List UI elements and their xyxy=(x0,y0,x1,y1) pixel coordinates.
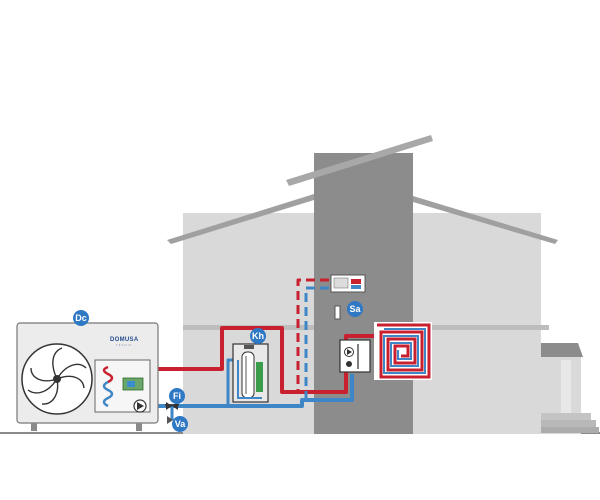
brand-name: DOMUSA xyxy=(110,337,139,343)
badge-fancoil: Sa xyxy=(347,301,363,317)
right-roof xyxy=(413,196,558,244)
pump-icon xyxy=(133,399,147,413)
badge-filter-label: Fi xyxy=(173,391,181,401)
house-core-tower xyxy=(314,153,413,434)
room-thermostat xyxy=(334,305,341,320)
badge-filter: Fi xyxy=(169,388,185,404)
manifold-box xyxy=(339,339,371,373)
house-right-wing xyxy=(413,213,541,434)
cylinder-cap xyxy=(244,345,254,349)
hot-fancoil-pipe-dashed xyxy=(292,278,336,394)
manifold-valve-icon xyxy=(346,361,352,367)
porch-step-2 xyxy=(541,420,596,427)
badge-cylinder: Kh xyxy=(250,328,266,344)
fan-icon xyxy=(21,343,93,415)
cylinder-return-connection xyxy=(237,360,262,399)
badge-outdoor-unit-label: Dc xyxy=(75,313,87,323)
unit-foot-left xyxy=(31,423,37,431)
porch-column xyxy=(561,360,571,413)
filter-icon xyxy=(166,402,172,410)
valve-icon xyxy=(167,416,173,424)
hot-water-cylinder xyxy=(232,343,269,403)
porch-roof xyxy=(541,343,583,357)
cylinder-level-indicator xyxy=(256,362,263,392)
porch xyxy=(541,343,599,434)
brand-logo: DOMUSA TEKNIK xyxy=(110,337,139,347)
badge-valve: Va xyxy=(172,416,188,432)
cold-fancoil-pipe-dashed xyxy=(304,286,336,400)
unit-foot-right xyxy=(136,423,142,431)
floor-heating-spiral-icon xyxy=(374,322,432,380)
badge-valve-label: Va xyxy=(175,419,187,429)
coil-icon xyxy=(102,365,114,408)
control-display xyxy=(127,381,135,387)
fancoil-cold-port xyxy=(351,285,361,289)
house xyxy=(167,135,599,434)
porch-step-1 xyxy=(541,413,591,420)
fan-hub xyxy=(53,375,61,383)
top-roof xyxy=(286,135,433,186)
badge-fancoil-label: Sa xyxy=(349,304,361,314)
cylinder-inner xyxy=(241,351,255,399)
fancoil-hot-port xyxy=(351,279,361,284)
left-roof xyxy=(167,194,314,244)
floor-band-right xyxy=(413,325,549,330)
outdoor-heat-pump-unit: DOMUSA TEKNIK xyxy=(16,322,159,431)
brand-subtitle: TEKNIK xyxy=(116,343,133,347)
fancoil-grille xyxy=(333,277,349,289)
badge-cylinder-label: Kh xyxy=(252,331,264,341)
fancoil-icon xyxy=(330,274,366,293)
porch-step-3 xyxy=(541,427,599,433)
cold-return-pipe xyxy=(142,374,354,408)
floor-heating-manifold xyxy=(339,339,371,373)
badge-outdoor-unit: Dc xyxy=(73,310,89,326)
